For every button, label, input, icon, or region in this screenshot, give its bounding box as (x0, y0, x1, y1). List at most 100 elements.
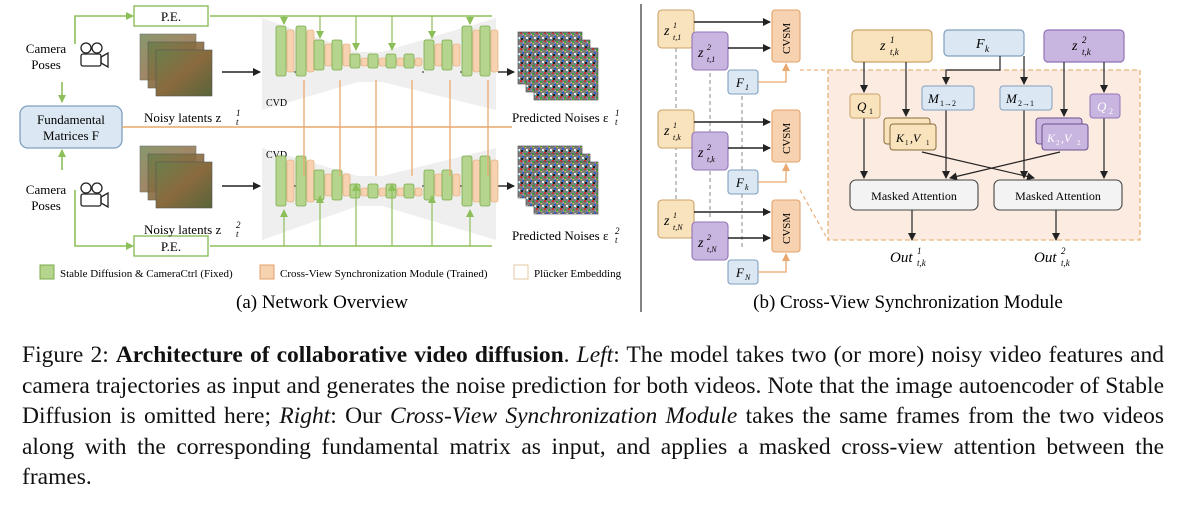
cvsm-label: CVSM (781, 23, 793, 54)
svg-text:t,k: t,k (1082, 47, 1092, 57)
svg-text:2: 2 (1082, 35, 1087, 45)
svg-text:1→2: 1→2 (940, 99, 956, 108)
z1-box (657, 9, 695, 49)
caption-right-word: Right (279, 403, 331, 429)
z1-box (657, 109, 695, 149)
superscript-1: 1 (615, 108, 620, 118)
cvsm-block (342, 43, 351, 67)
subcaption-a: (a) Network Overview (236, 292, 408, 313)
unet-block-fixed (275, 155, 287, 207)
svg-text:F: F (735, 75, 745, 90)
superscript-2: 2 (236, 220, 241, 230)
svg-text:F: F (735, 175, 745, 190)
unet-block-fixed (423, 39, 435, 71)
unet-block-fixed (403, 53, 415, 69)
svg-text:z: z (697, 46, 704, 61)
svg-text:2→1: 2→1 (1018, 99, 1034, 108)
svg-text:t,k: t,k (707, 155, 715, 164)
cvsm-box (771, 109, 801, 163)
poses-label-2: Poses (31, 198, 61, 213)
legend-swatch-green (39, 264, 55, 280)
svg-text:F: F (975, 37, 985, 52)
svg-text:Q: Q (1097, 99, 1107, 114)
cvsm-block (472, 159, 481, 203)
matrices-label: Matrices F (43, 128, 99, 143)
svg-text:z: z (663, 24, 670, 39)
cvsm-block (396, 57, 405, 67)
svg-text:t,k: t,k (890, 47, 900, 57)
svg-text:,V: ,V (910, 131, 922, 145)
architecture-figure: P.E. P.E. Camera Poses Camera Poses (19, 4, 1141, 313)
svg-text:k: k (745, 183, 749, 192)
caption-right-text-1: : Our (330, 403, 390, 429)
cvsm-block (490, 29, 499, 73)
svg-text:F: F (735, 265, 745, 280)
unet-block-fixed (479, 25, 491, 77)
svg-text:z: z (663, 124, 670, 139)
svg-text:z: z (663, 214, 670, 229)
svg-text:1: 1 (869, 107, 873, 116)
svg-text:Out: Out (890, 250, 913, 266)
subscript-t: t (236, 229, 239, 239)
predicted-noises-label-bottom: Predicted Noises ε (512, 228, 609, 243)
svg-text:t,k: t,k (673, 133, 681, 142)
svg-text:2: 2 (1056, 139, 1060, 147)
cvd-label-bottom: CVD (266, 150, 287, 161)
svg-text:2: 2 (1077, 139, 1081, 147)
caption-left-word: Left (576, 342, 614, 368)
predicted-noises-label-top: Predicted Noises ε (512, 110, 609, 125)
legend-orange-label: Cross-View Synchronization Module (Train… (280, 268, 488, 280)
cvsm-block (414, 57, 423, 67)
svg-text:M: M (1005, 91, 1018, 106)
cvsm-block (472, 29, 481, 73)
unet-block-fixed (385, 53, 397, 69)
cvsm-block (490, 159, 499, 203)
svg-text:2: 2 (707, 143, 711, 152)
cvsm-block (360, 187, 369, 197)
cvsm-label: CVSM (781, 123, 793, 154)
pe-box-top: P.E. (133, 5, 209, 27)
cvsm-block (452, 43, 461, 67)
fundamental-matrices-box: Fundamental Matrices F (19, 105, 123, 149)
z2-box (691, 221, 729, 261)
video-camera-icon (80, 42, 109, 69)
camera-label-2: Camera (26, 182, 67, 197)
cvsm-block (324, 173, 333, 197)
video-camera-icon (80, 182, 109, 209)
unet-block-fixed (461, 25, 473, 77)
svg-text:t,1: t,1 (673, 33, 681, 42)
cvsm-label: CVSM (781, 213, 793, 244)
masked-attention-2: Masked Attention (993, 179, 1123, 211)
unet-block-fixed (313, 169, 325, 201)
subscript-t: t (615, 117, 618, 127)
svg-text:2: 2 (1109, 107, 1113, 116)
svg-text:t,N: t,N (673, 223, 683, 232)
output-1: Out 1 t,k (890, 246, 927, 268)
masked-attention-1: Masked Attention (849, 179, 979, 211)
caption-left-text: : The model takes two (or more) noisy vi… (22, 342, 1164, 429)
svg-text:1: 1 (926, 139, 930, 147)
svg-text:N: N (744, 273, 751, 282)
unet-block-fixed (313, 39, 325, 71)
masked-attention-label-1: Masked Attention (871, 189, 957, 203)
caption-title: Architecture of collaborative video diff… (115, 342, 564, 368)
svg-text:t,1: t,1 (707, 55, 715, 64)
svg-text:1: 1 (673, 211, 677, 220)
caption-right-text-2: takes the same frames from the two video… (22, 403, 1165, 490)
poses-label-1: Poses (31, 57, 61, 72)
input-fk-box: F k (943, 29, 1025, 57)
output-2: Out 2 t,k (1034, 246, 1071, 268)
unet-block-fixed (403, 183, 415, 199)
svg-text:1: 1 (905, 139, 909, 147)
svg-text:M: M (927, 91, 940, 106)
noisy-latents-bottom: Noisy latents z 2 t (139, 145, 241, 239)
figure-caption: Figure 2: Architecture of collaborative … (22, 340, 1164, 493)
cvsm-box (771, 199, 801, 253)
unet-block-fixed (331, 39, 343, 71)
svg-text:1: 1 (890, 35, 895, 45)
cvsm-block (414, 187, 423, 197)
